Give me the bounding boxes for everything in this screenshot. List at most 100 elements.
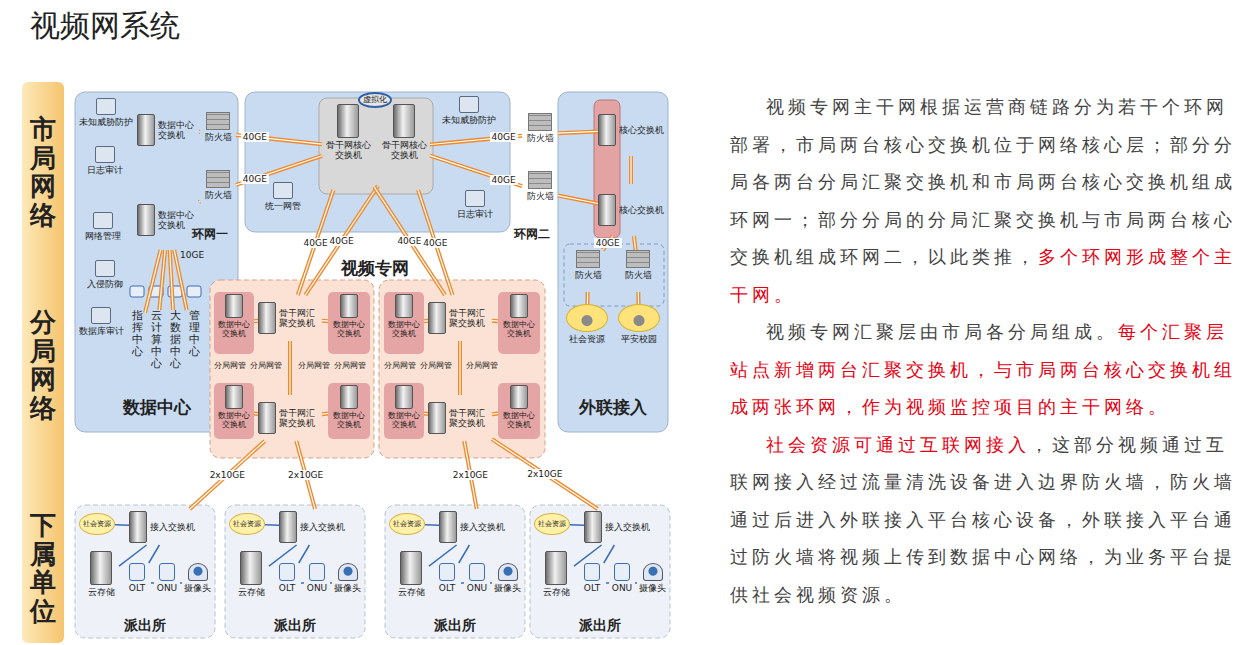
device-node: OLT [273,563,301,603]
body-text: ，这部分视频通过互联网接入经过流量清洗设备进入边界防火墙，防火墙通过后进入外联接… [730,434,1236,605]
connector-line [299,545,310,563]
connector-core [634,236,636,250]
connector [558,131,598,133]
node-label: 接入交换机 [605,522,666,532]
switch-node: 核心交换机 [598,104,664,156]
paragraph: 视频专网汇聚层由市局各分局组成。每个汇聚层站点新增两台汇聚交换机，与市局两台核心… [730,313,1240,426]
device-icon [337,104,359,138]
device-icon [576,250,600,268]
node-label: 派出所 [225,617,365,633]
device-icon [340,385,358,409]
node-label: 数据库审计 [79,326,124,336]
camera-node: 摄像头 [492,563,523,603]
body-text: 视频专网汇聚层由市局各分局组成。 [766,321,1118,342]
device-icon [439,511,457,543]
connector-line [558,131,598,133]
connector-line [604,545,615,563]
device-icon [428,402,446,434]
node-label: 骨干网汇聚交换机 [449,408,492,429]
node-label: 统一网管 [265,201,301,211]
node-label: 云存储 [88,587,115,597]
switch-node: 骨干网汇聚交换机 [258,295,322,341]
section-label: 市局网络 [30,115,56,229]
edge-label: 2x10GE [286,470,325,480]
node-label: 骨干网汇聚交换机 [279,308,322,329]
device-icon [159,563,175,581]
connector [425,524,439,526]
edge-label: 40GE [241,174,269,184]
edge-label: 40GE [421,238,449,248]
node-label: 接入交换机 [300,522,361,532]
connector-line [199,130,200,134]
connector [490,583,492,584]
diagram-label: 分局网管 [420,360,452,371]
connector-line [151,582,154,584]
cloud-node: 社会资源 [229,513,265,535]
connector-line [558,196,598,204]
connector [634,236,636,250]
device-icon [258,302,276,334]
node-label: 骨干网汇聚交换机 [449,308,492,329]
connector [430,156,522,186]
node-label: 云存储 [398,587,425,597]
diagram-label: 分局网管 [298,360,330,371]
node-label: 社会资源 [83,520,111,528]
page-title: 视频网系统 [30,6,180,47]
node-label: 防火墙 [205,132,232,142]
firewall-node: 防火墙 [618,250,658,292]
device-icon [498,563,518,581]
connector-line [288,341,292,395]
device-node: OLT [433,563,461,603]
switch-node: 接入交换机 [279,509,361,545]
diagram-label: 分局网管 [214,360,246,371]
device-icon [584,511,602,543]
cloud-node: 社会资源 [389,513,425,535]
firewall-node: 防火墙 [522,171,558,213]
diagram-label: 环网二 [514,226,550,243]
node-label: ONU [157,583,177,593]
node-label: 云存储 [238,587,265,597]
node-label: 数据中心交换机 [216,320,252,338]
device-icon [428,302,446,334]
device-node: 日志审计 [452,190,497,226]
connector [638,292,639,304]
camera-node: 摄像头 [332,563,363,603]
switch-node: 接入交换机 [129,509,211,545]
node-label: OLT [279,583,295,593]
node-label: 骨干网汇聚交换机 [279,408,322,429]
device-icon [584,563,600,581]
connector-line [236,156,322,185]
node-label: ONU [307,583,327,593]
connector-line [458,341,462,395]
node-label: 未知威胁防护 [79,117,133,127]
cloud-node: 社会资源 [534,513,570,535]
device-icon [528,113,552,131]
node-label: 平安校园 [621,334,657,344]
switch-node: 接入交换机 [584,509,666,545]
switch-node: 数据中心交换机 [384,383,424,439]
device-icon [465,190,485,207]
connector [290,341,291,395]
node-label: 数据中心交换机 [330,411,368,429]
node-label: 摄像头 [184,583,211,593]
connector [558,196,598,204]
connector-line [170,250,173,310]
firewall-node: 防火墙 [522,113,558,155]
connector [418,190,452,295]
edge-label: 40GE [328,236,356,246]
connector-line [430,156,522,186]
connector-line [418,190,452,295]
side-bar [22,82,64,643]
paragraph: 社会资源可通过互联网接入，这部分视频通过互联网接入经过流量清洗设备进入边界防火墙… [730,426,1240,614]
node-label: OLT [584,583,600,593]
connector-line [635,582,637,584]
node-label: 社会资源 [538,520,566,528]
connector [460,341,461,395]
node-label: 虚拟化 [363,95,387,104]
paragraph: 视频专网主干网根据运营商链路分为若干个环网部署，市局两台核心交换机位于网络核心层… [730,88,1240,313]
node-label: 防火墙 [205,190,232,200]
diagram-label: 分局网管 [250,360,282,371]
node-label: 日志审计 [457,209,493,219]
text-column: 视频专网主干网根据运营商链路分为若干个环网部署，市局两台核心交换机位于网络核心层… [730,88,1240,613]
